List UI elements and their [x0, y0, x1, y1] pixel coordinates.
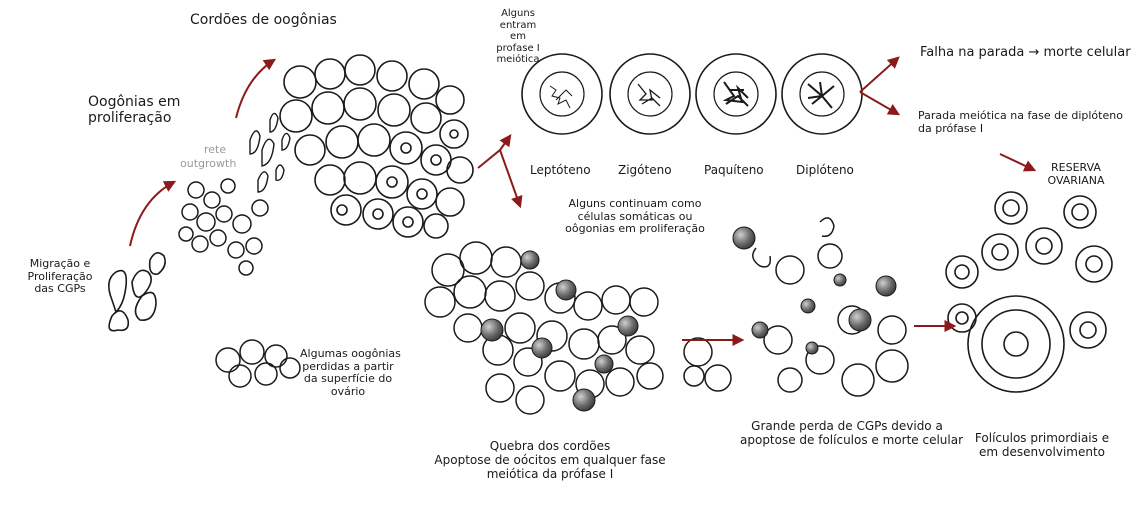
label-reserva-ovariana: RESERVA OVARIANA	[1036, 162, 1116, 187]
label-falha-parada: Falha na parada → morte celular	[920, 46, 1131, 61]
label-migracao-line1: Migração e	[20, 258, 100, 271]
label-alguns-continuam-line1: Alguns continuam como	[560, 198, 710, 211]
zygotene-cell	[610, 54, 690, 134]
label-algumas-perdidas: Algumas oogônias perdidas a partir da su…	[300, 348, 396, 399]
label-algumas-perdidas-line4: ovário	[300, 386, 396, 399]
label-paquiteno: Paquíteno	[704, 164, 764, 178]
pachytene-cell	[696, 54, 776, 134]
label-foliculos: Folículos primordiais e em desenvolvimen…	[960, 432, 1124, 460]
label-grande-perda: Grande perda de CGPs devido a apoptose d…	[740, 420, 954, 448]
label-reserva-ovariana-line2: OVARIANA	[1036, 175, 1116, 188]
right-arrow-icon: →	[1028, 45, 1039, 60]
proliferating-oogonia	[179, 179, 268, 275]
label-quebra-cordoes-line1: Quebra dos cordões	[430, 440, 670, 454]
surface-lost-oogonia	[216, 340, 300, 387]
ovarian-reserve-follicles	[946, 192, 1112, 392]
label-migracao: Migração e Proliferação das CGPs	[20, 258, 100, 296]
label-parada-meiotica-line2: da prófase I	[918, 123, 1123, 136]
follicle-loss-dark-cells	[733, 227, 896, 354]
label-alguns-entram-line5: meiótica	[496, 54, 540, 66]
oogonia-cords	[280, 55, 473, 238]
label-falha-parada-text: Falha na parada	[920, 45, 1024, 60]
label-reserva-ovariana-line1: RESERVA	[1036, 162, 1116, 175]
label-morte-celular: morte celular	[1043, 45, 1130, 60]
label-grande-perda-line1: Grande perda de CGPs devido a	[740, 420, 954, 434]
label-zigoteno: Zigóteno	[618, 164, 672, 178]
label-parada-meiotica: Parada meiótica na fase de diplóteno da …	[918, 110, 1123, 135]
label-oogonias-proliferacao-line1: Oogônias em	[88, 94, 180, 110]
label-alguns-continuam: Alguns continuam como células somáticas …	[560, 198, 710, 236]
isolated-follicles	[684, 338, 731, 391]
label-quebra-cordoes: Quebra dos cordões Apoptose de oócitos e…	[430, 440, 670, 481]
follicle-loss-cluster	[753, 218, 908, 396]
label-alguns-entram: Alguns entram em profase I meiótica	[496, 8, 540, 66]
label-rete: rete	[204, 144, 226, 157]
label-foliculos-line1: Folículos primordiais e	[960, 432, 1124, 446]
label-oogonias-proliferacao: Oogônias em proliferação	[88, 94, 180, 126]
migrating-cgps	[109, 253, 165, 331]
label-migracao-line3: das CGPs	[20, 283, 100, 296]
label-parada-meiotica-line1: Parada meiótica na fase de diplóteno	[918, 110, 1123, 123]
label-alguns-entram-line3: em	[496, 31, 540, 43]
label-algumas-perdidas-line1: Algumas oogônias	[300, 348, 396, 361]
leptotene-cell	[522, 54, 602, 134]
label-grande-perda-line2: apoptose de folículos e morte celular	[740, 434, 954, 448]
label-foliculos-line2: em desenvolvimento	[960, 446, 1124, 460]
label-leptoteno: Leptóteno	[530, 164, 591, 178]
label-alguns-entram-line1: Alguns	[496, 8, 540, 20]
label-cordoes-oogonias: Cordões de oogônias	[190, 12, 337, 28]
label-diploteno: Diplóteno	[796, 164, 854, 178]
label-outgrowth: outgrowth	[180, 158, 236, 171]
label-quebra-cordoes-line3: meiótica da prófase I	[430, 468, 670, 482]
rete-outgrowth-cells	[250, 113, 290, 192]
label-alguns-entram-line2: entram	[496, 20, 540, 32]
diplotene-cell	[782, 54, 862, 134]
label-alguns-continuam-line3: oôgonias em proliferação	[560, 223, 710, 236]
label-oogonias-proliferacao-line2: proliferação	[88, 110, 180, 126]
label-quebra-cordoes-line2: Apoptose de oócitos em qualquer fase	[430, 454, 670, 468]
label-alguns-entram-line4: profase I	[496, 43, 540, 55]
